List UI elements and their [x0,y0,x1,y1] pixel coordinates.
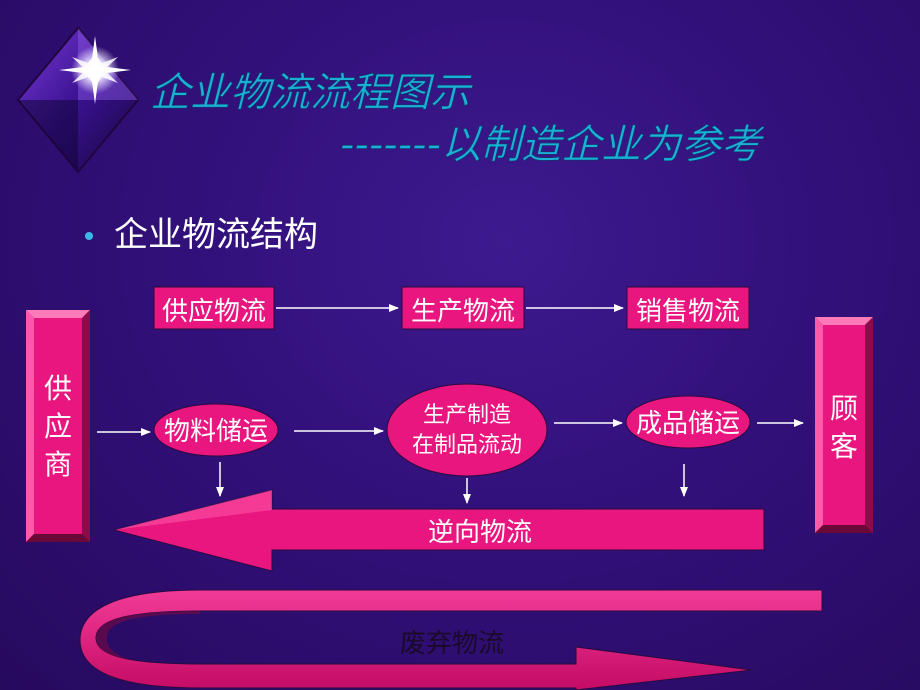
material-storage-label: 物料储运 [164,417,268,447]
waste-logistics-label: 废弃物流 [400,629,504,659]
customer-char-1: 顾 [830,392,858,425]
finished-goods-label: 成品储运 [636,409,740,439]
production-logistics-box: 生产物流 [401,286,525,330]
supplier-char-2: 应 [44,410,72,443]
slide-subtitle: -------以制造企业为参考 [340,122,765,168]
customer-box: 顾 客 [815,317,873,533]
supplier-char-3: 商 [44,448,72,481]
star-sparkle-icon [59,36,131,104]
production-logistics-label: 生产物流 [411,297,515,327]
supplier-char-1: 供 [44,372,72,405]
slide-title: 企业物流流程图示 [150,70,473,116]
production-label-line1: 生产制造 [423,403,511,428]
sales-logistics-label: 销售物流 [636,297,740,327]
bullet-dot-icon [85,232,93,240]
waste-logistics-arrow: 废弃物流 [79,589,823,690]
finished-goods-node: 成品储运 [625,395,751,449]
material-storage-node: 物料储运 [153,403,279,457]
supply-logistics-label: 供应物流 [162,297,266,327]
reverse-logistics-label: 逆向物流 [428,518,532,548]
production-label-line2: 在制品流动 [412,433,522,458]
production-node: 生产制造 在制品流动 [386,383,548,477]
supplier-box: 供 应 商 [26,310,90,542]
sales-logistics-box: 销售物流 [626,286,750,330]
diamond-logo-icon [16,26,140,174]
supply-logistics-box: 供应物流 [153,286,275,330]
bullet-text: 企业物流结构 [114,215,318,255]
customer-char-2: 客 [830,430,858,463]
reverse-logistics-arrow: 逆向物流 [113,489,765,572]
